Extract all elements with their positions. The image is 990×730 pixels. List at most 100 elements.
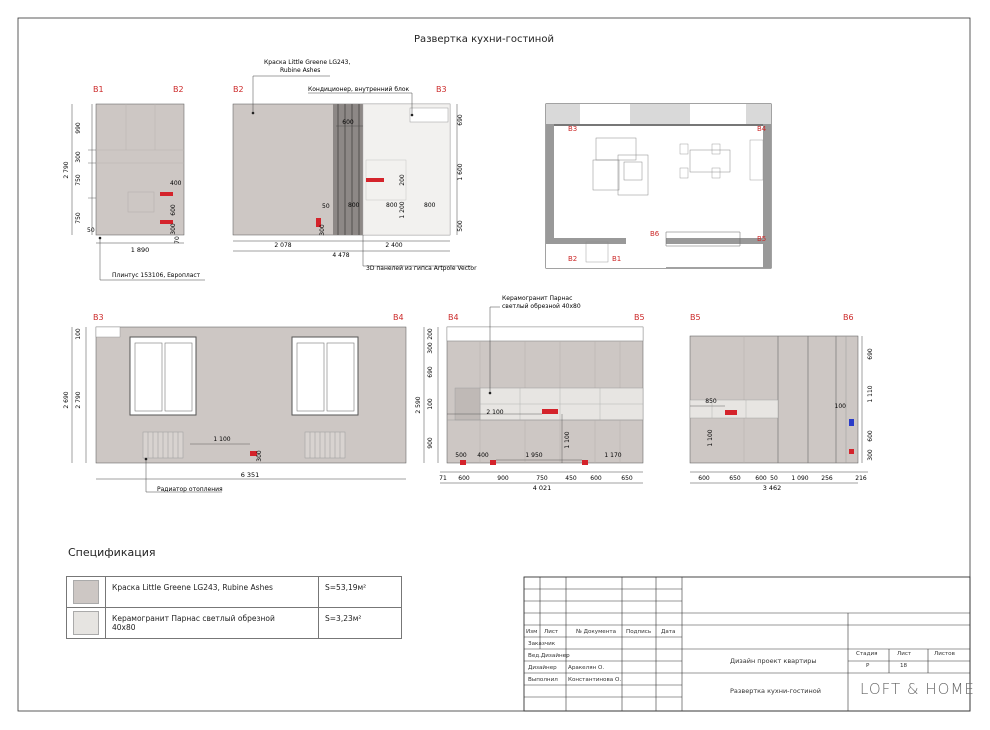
svg-text:Керамогранит Парнас: Керамогранит Парнас [502,295,572,302]
svg-text:2 400: 2 400 [385,242,402,249]
svg-text:71: 71 [439,475,447,482]
svg-text:300: 300 [75,151,82,163]
svg-text:750: 750 [75,174,82,186]
svg-text:690: 690 [867,348,874,360]
spec-name: Керамогранит Парнас светлый обрезной [112,614,275,623]
svg-text:светлый обрезной 40х80: светлый обрезной 40х80 [502,303,581,310]
svg-text:2 100: 2 100 [486,409,503,416]
stamp-person: Аракелян О. [568,665,605,671]
svg-text:100: 100 [75,328,82,340]
stamp-stage: Р [866,663,870,669]
spec-area: S=3,23м² [318,607,402,639]
svg-text:6 351: 6 351 [241,471,260,479]
elevation-b2-b3: 600 690 1 600 500 50 800 800 800 200 1 2… [232,59,477,272]
svg-text:500: 500 [455,452,467,459]
svg-text:100: 100 [427,398,434,410]
svg-text:1 110: 1 110 [867,385,874,402]
ac-unit [409,107,449,123]
svg-text:800: 800 [386,202,398,209]
svg-text:1 100: 1 100 [564,431,571,448]
svg-text:800: 800 [424,202,436,209]
stamp-role: Дизайнер [528,665,557,671]
svg-text:216: 216 [855,475,867,482]
svg-text:1 200: 1 200 [399,201,406,218]
svg-text:1 890: 1 890 [131,246,150,254]
stamp-sheet-header: Лист [897,651,912,657]
svg-text:900: 900 [497,475,509,482]
socket-marker [160,192,173,196]
svg-text:600: 600 [698,475,710,482]
stamp-header: № Документа [576,629,617,635]
svg-text:B3: B3 [93,313,104,322]
svg-text:2 790: 2 790 [75,391,82,408]
svg-text:B2: B2 [173,85,184,94]
svg-text:2 790: 2 790 [63,161,70,178]
svg-text:2 590: 2 590 [415,396,422,413]
svg-text:B2: B2 [233,85,244,94]
svg-text:1 100: 1 100 [707,429,714,446]
radiator-left [142,431,184,459]
radiator-right [304,431,346,459]
spec-name: Краска Little Greene LG243, Rubine Ashes [105,576,319,608]
svg-text:50: 50 [87,227,95,234]
paint-swatch [73,580,99,604]
stamp-sheet: 18 [900,663,908,669]
svg-text:400: 400 [477,452,489,459]
svg-text:B3: B3 [568,125,577,133]
stamp-header: Дата [661,629,676,635]
socket-marker [160,220,173,224]
stamp-sheets-header: Листов [934,651,955,657]
sheet-title: Развертка кухни-гостиной [414,34,554,45]
svg-text:500: 500 [457,220,464,232]
svg-text:850: 850 [705,398,717,405]
svg-text:600: 600 [458,475,470,482]
svg-text:B4: B4 [393,313,404,322]
svg-text:1 100: 1 100 [213,436,230,443]
svg-text:750: 750 [536,475,548,482]
svg-text:200: 200 [399,174,406,186]
svg-text:Радиатор отопления: Радиатор отопления [157,486,223,493]
svg-text:400: 400 [170,180,182,187]
svg-text:300: 300 [170,223,177,235]
stamp-stage-header: Стадия [856,651,878,657]
window-right [291,336,359,416]
stamp-role: Выполнил [528,677,558,683]
svg-text:Плинтус 153106, Европласт: Плинтус 153106, Европласт [112,272,201,279]
svg-text:600: 600 [867,430,874,442]
svg-text:B5: B5 [634,313,645,322]
svg-text:100: 100 [835,403,847,410]
window-left [129,336,197,416]
svg-text:B5: B5 [690,313,701,322]
svg-text:1 950: 1 950 [525,452,542,459]
spec-table: Краска Little Greene LG243, Rubine Ashes… [66,576,402,639]
svg-text:Краска Little Greene LG243,: Краска Little Greene LG243, [264,59,350,66]
svg-text:750: 750 [75,212,82,224]
svg-text:B1: B1 [93,85,104,94]
floor-plan: B3 B4 B6 B5 B2 B1 [545,103,772,269]
svg-text:1 170: 1 170 [604,452,621,459]
stamp-text: Изм Лист № Документа Подпись Дата Заказч… [524,577,974,711]
svg-text:300: 300 [256,450,263,462]
stamp-project: Дизайн проект квартиры [730,657,817,665]
svg-text:600: 600 [755,475,767,482]
svg-text:3D панелей из гипса Artpole Ve: 3D панелей из гипса Artpole Vector [366,265,477,272]
svg-text:1 600: 1 600 [457,163,464,180]
svg-text:50: 50 [770,475,778,482]
svg-text:900: 900 [427,437,434,449]
stamp-role: Заказчик [528,641,556,647]
svg-text:4 021: 4 021 [533,484,552,492]
svg-text:50: 50 [322,203,330,210]
svg-text:256: 256 [821,475,833,482]
svg-text:4 478: 4 478 [332,252,349,259]
svg-text:600: 600 [170,204,177,216]
switch-marker [849,419,854,426]
svg-text:200: 200 [427,328,434,340]
stamp-header: Изм [526,629,538,635]
svg-text:2 078: 2 078 [274,242,291,249]
svg-text:Кондиционер, внутренний блок: Кондиционер, внутренний блок [308,86,410,93]
svg-text:B3: B3 [436,85,447,94]
stamp-header: Подпись [626,629,652,635]
stamp-header: Лист [544,629,559,635]
